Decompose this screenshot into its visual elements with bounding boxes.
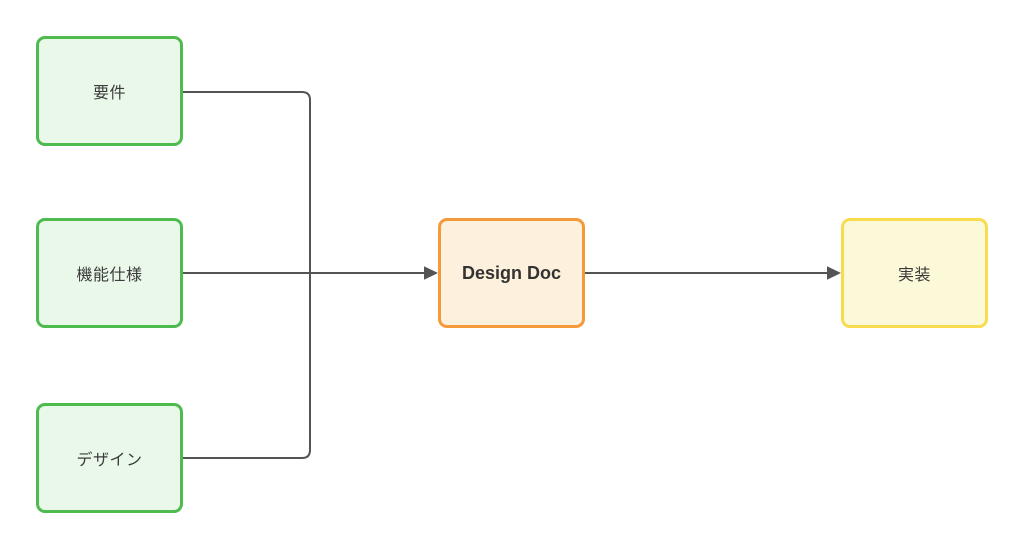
node-implementation: 実装: [841, 218, 988, 328]
node-design: デザイン: [36, 403, 183, 513]
node-design-doc-label: Design Doc: [461, 262, 562, 283]
node-design-label: デザイン: [76, 452, 143, 469]
node-functional-spec-label: 機能仕様: [76, 267, 143, 284]
arrowhead-icon: [827, 266, 841, 280]
node-functional-spec: 機能仕様: [36, 218, 183, 328]
node-requirements-label: 要件: [92, 85, 126, 102]
arrowhead-icon: [424, 266, 438, 280]
node-design-doc: Design Doc: [438, 218, 585, 328]
node-implementation-label: 実装: [897, 267, 931, 284]
node-requirements: 要件: [36, 36, 183, 146]
edge-merge-bracket: [183, 91, 311, 459]
